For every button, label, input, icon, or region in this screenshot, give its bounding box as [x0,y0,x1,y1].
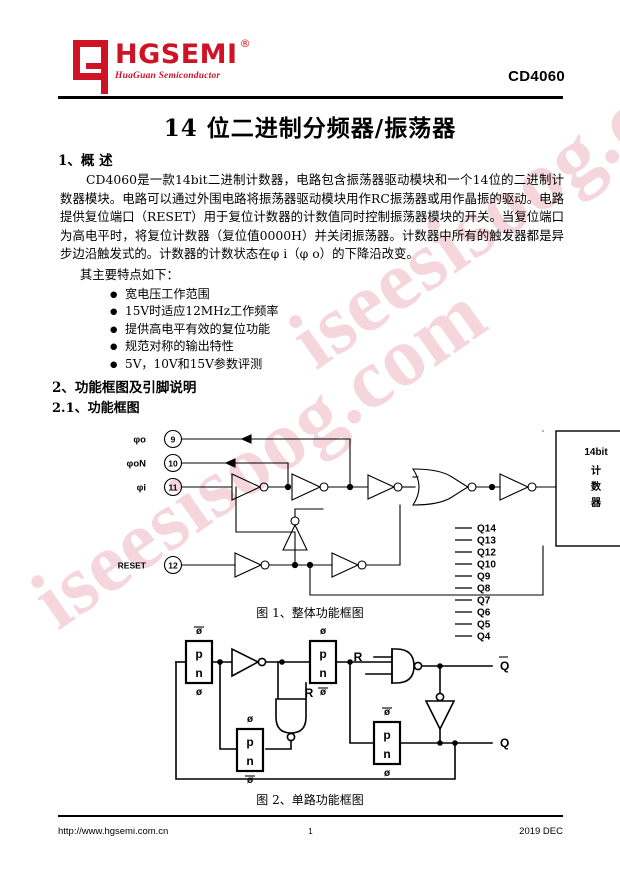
output-pin-label: Q14 [477,524,496,535]
pin-number-10: 10 [168,459,178,469]
pin-number-11: 11 [169,483,178,493]
list-item: 15V时适应12MHz工作频率 [110,303,620,321]
output-label-q: Q [500,736,509,750]
footer-date: 2019 DEC [519,825,563,837]
company-logo: HGSEMI ® HuaGuan Semiconductor [73,37,251,94]
logo-company-name: HGSEMI [115,39,238,70]
page-header: HGSEMI ® HuaGuan Semiconductor CD4060 [0,0,620,100]
tg4-phi-bottom-label: ø [384,768,391,779]
output-pin-label: Q12 [477,548,496,559]
tg4-n-label: n [383,747,390,761]
tg1-phi-bottom-label: ø [196,687,203,698]
output-pin-label: Q6 [477,608,491,619]
page-content: 14 位二进制分频器/振荡器 1、概 述 CD4060是一款14bit二进制计数… [0,103,620,808]
figure-1-counter: 14bit 计 数 器 [555,430,620,547]
input-label-reset: RESET [118,561,147,571]
pin-number-9: 9 [171,435,176,445]
footer-page-number: 1 [308,826,313,836]
tg3-phi-top-label: ø [320,626,327,637]
figure-1-counter-overlay [418,426,419,427]
section-heading-block-diagram: 2、功能框图及引脚说明 [52,380,197,396]
overview-paragraph: CD4060是一款14bit二进制计数器，电路包含振荡器驱动模块和一个14位的二… [60,172,564,261]
tg4-phi-top-label: ø [384,707,391,718]
output-pin-label: Q9 [477,572,491,583]
tg1-p-label: p [195,647,202,661]
page-title: 14 位二进制分频器/振荡器 [163,115,457,142]
list-item: 提供高电平有效的复位功能 [110,321,620,339]
svg-text:计: 计 [591,464,601,477]
figure-1-svg: φo φoN φi RESET 9 10 11 12 [118,429,557,596]
logo-tagline: HuaGuan Semiconductor [115,71,221,81]
tg2-p-label: p [246,735,253,749]
transmission-gate-2 [235,727,265,773]
counter-block-label: 14bit 计 数 器 [584,447,608,509]
pin-number-12: 12 [168,561,178,571]
tg4-p-label: p [383,728,390,742]
list-item: 规范对称的输出特性 [110,338,620,356]
footer-url[interactable]: http://www.hgsemi.com.cn [58,825,169,837]
figure-1-caption: 图 1、整体功能框图 [256,606,364,620]
input-label-phi-o: φo [133,435,146,446]
phi-overbars [194,626,392,777]
figure-1: φo φoN φi RESET 9 10 11 12 [0,417,620,602]
tg1-phi-top-label: ø [196,626,203,637]
svg-text:数: 数 [591,480,602,493]
svg-text:14bit: 14bit [584,447,608,458]
section-heading-overview: 1、概 述 [58,153,113,169]
output-pin-label: Q10 [477,560,496,571]
tg1-n-label: n [195,666,202,680]
counter-block-rect [555,430,620,547]
registered-trademark-icon: ® [239,37,251,50]
header-divider [58,96,563,99]
footer-divider [58,815,563,817]
output-pin-label: Q5 [477,620,491,631]
logo-text-block: HGSEMI ® HuaGuan Semiconductor [115,37,251,81]
tg2-phi-bottom-label: ø [247,775,254,786]
tg3-phi-bottom-label: ø [320,687,327,698]
list-item: 5V，10V和15V参数评测 [110,356,620,374]
nand2-r-label: R [305,686,314,700]
input-label-phi-on: φoN [127,459,147,470]
part-number: CD4060 [508,68,565,85]
list-item: 宽电压工作范围 [110,286,620,304]
output-pin-label: Q13 [477,536,496,547]
features-list: 宽电压工作范围 15V时适应12MHz工作频率 提供高电平有效的复位功能 规范对… [0,286,620,374]
figure-2: p n ø ø p n ø ø p n ø ø p n [0,621,620,789]
page-footer: http://www.hgsemi.com.cn 1 2019 DEC [58,822,563,840]
figure-2-svg: p n ø ø p n ø ø p n ø ø p n [175,626,509,786]
figure-2-caption: 图 2、单路功能框图 [256,793,364,807]
nand1-r-label: R [354,650,363,664]
input-label-phi-i: φi [137,483,146,494]
hgsemi-bracket-icon [73,40,108,94]
tg3-p-label: p [319,647,326,661]
output-label-qbar: Q [500,659,509,673]
tg3-n-label: n [319,666,326,680]
subsection-heading-block-diagram: 2.1、功能框图 [52,401,140,416]
features-intro: 其主要特点如下： [79,266,179,282]
tg2-phi-top-label: ø [247,714,254,725]
output-pin-label: Q7 [477,596,491,607]
tg2-n-label: n [246,754,253,768]
figure-1-outputs: Q14 Q13 Q12 Q10 Q9 Q8 Q7 Q6 Q5 Q4 [455,524,496,643]
output-pin-label: Q4 [477,632,491,643]
svg-text:器: 器 [590,497,602,509]
output-pin-label: Q8 [477,584,491,595]
